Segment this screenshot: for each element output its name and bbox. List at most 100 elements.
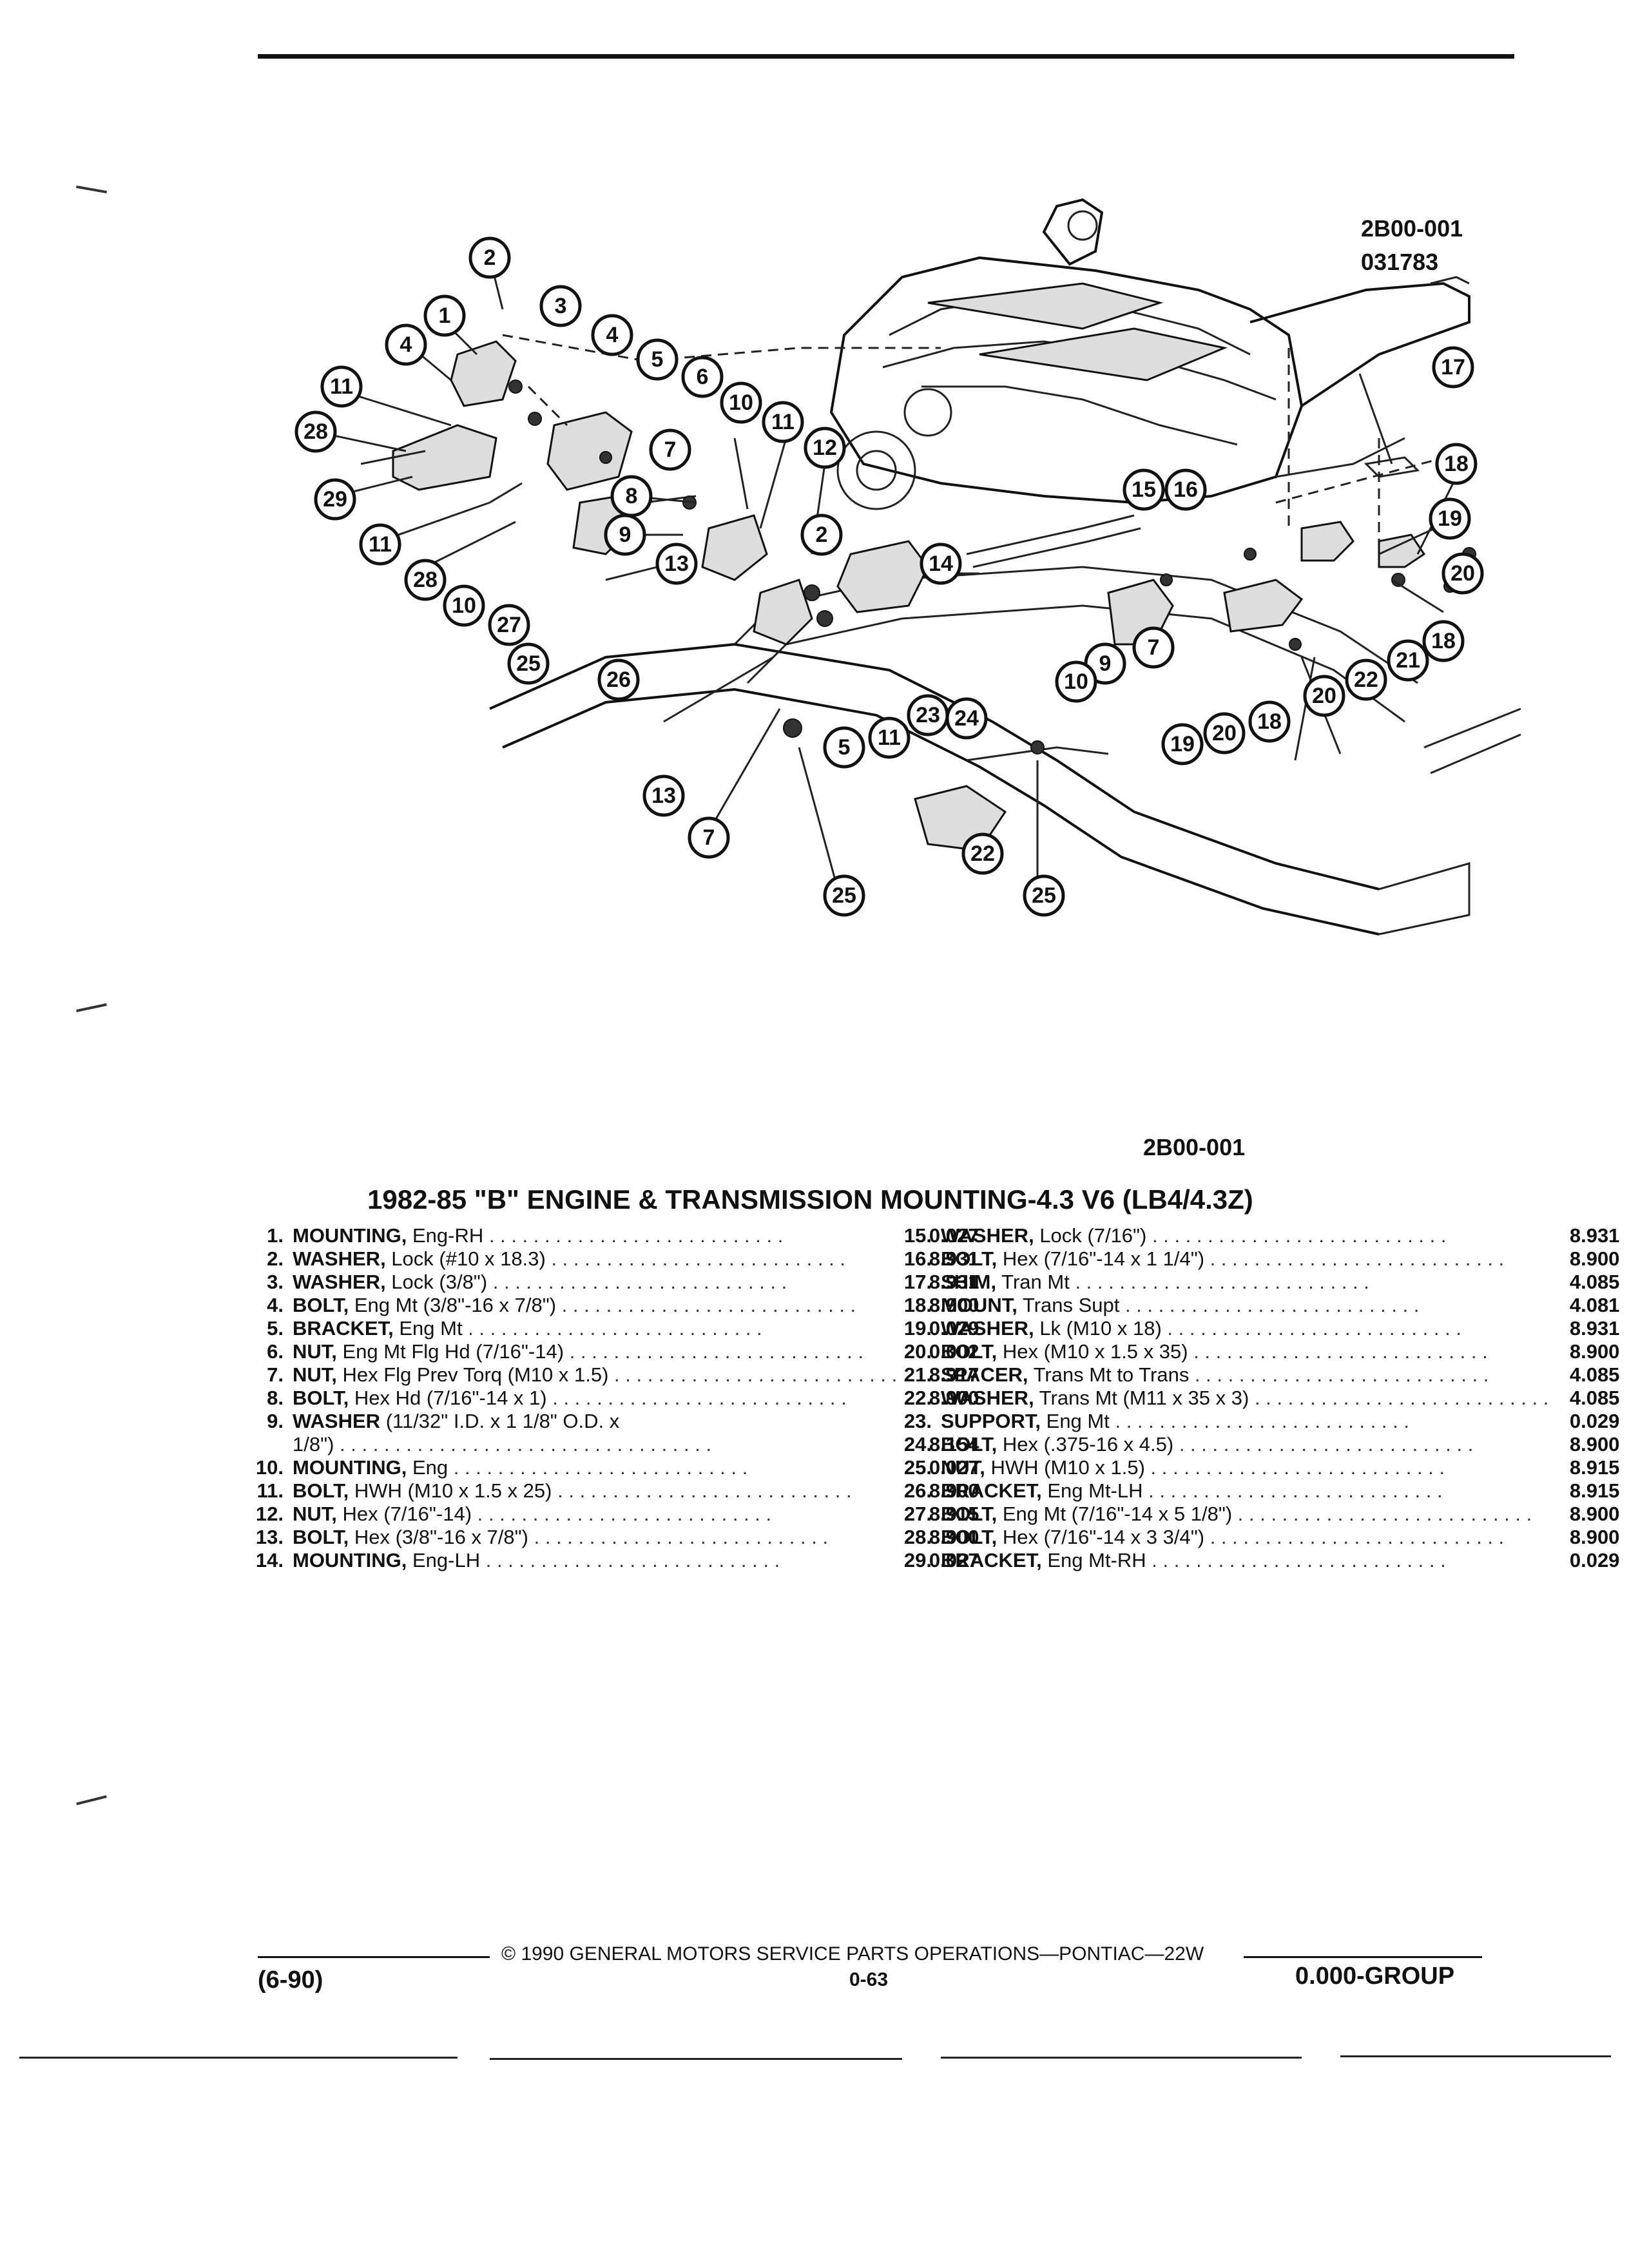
table-row: 2.WASHER, Lock (#10 x 18.3) . . . . . . …	[240, 1247, 979, 1271]
part-code: 8.931	[929, 1271, 979, 1293]
exploded-parts-diagram: 2 1 3 4 4 5 6 11 10 11 12 28 7 8 29 9 11…	[294, 198, 1521, 936]
callout-bubbles: 2 1 3 4 4 5 6 11 10 11 12 28 7 8 29 9 11…	[294, 236, 1484, 917]
callout-2: 2	[484, 245, 496, 270]
leader-dots: . . . . . . . . . . . . . . . . . . . . …	[1189, 1363, 1489, 1386]
table-row: 23.SUPPORT, Eng Mt . . . . . . . . . . .…	[888, 1410, 1620, 1433]
callout-25: 25	[832, 883, 856, 908]
callout-26: 26	[606, 668, 631, 692]
part-name: WASHER,	[941, 1224, 1034, 1247]
part-code: 8.900	[929, 1479, 979, 1502]
part-name: BOLT,	[941, 1503, 998, 1525]
part-name: BOLT,	[941, 1433, 998, 1456]
callout-5: 5	[838, 735, 851, 760]
part-number: 12.	[255, 1503, 284, 1525]
part-description: Lock (7/16")	[1034, 1224, 1147, 1247]
leader-dots: . . . . . . . . . . . . . . . . . . . . …	[462, 1317, 762, 1340]
part-name: SHIM,	[941, 1271, 997, 1293]
callout-2: 2	[816, 523, 828, 547]
part-description: Eng Mt (3/8"-16 x 7/8")	[349, 1294, 557, 1316]
part-description: Eng Mt-RH	[1041, 1549, 1146, 1571]
callout-18: 18	[1431, 629, 1456, 653]
leader-dots: . . . . . . . . . . . . . . . . . . . . …	[552, 1479, 852, 1502]
table-row: 8.BOLT, Hex Hd (7/16"-14 x 1) . . . . . …	[240, 1387, 979, 1410]
table-row: 18.MOUNT, Trans Supt . . . . . . . . . .…	[888, 1294, 1620, 1317]
callout-14: 14	[929, 552, 953, 576]
part-code: 8.931	[929, 1247, 979, 1270]
part-name: BRACKET,	[293, 1317, 394, 1340]
part-number	[240, 1433, 293, 1456]
part-description: HWH (M10 x 1.5)	[985, 1456, 1145, 1479]
table-row: 6.NUT, Eng Mt Flg Hd (7/16"-14) . . . . …	[240, 1340, 979, 1363]
table-row: 1.MOUNTING, Eng-RH . . . . . . . . . . .…	[240, 1224, 979, 1247]
table-row: 10.MOUNTING, Eng . . . . . . . . . . . .…	[240, 1456, 979, 1479]
part-description: Lk (M10 x 18)	[1034, 1317, 1162, 1340]
part-description: HWH (M10 x 1.5 x 25)	[349, 1479, 552, 1502]
leader-dots: . . . . . . . . . . . . . . . . . . . . …	[564, 1340, 864, 1363]
table-row: 3.WASHER, Lock (3/8") . . . . . . . . . …	[240, 1271, 979, 1294]
table-row: 26.BRACKET, Eng Mt-LH . . . . . . . . . …	[888, 1479, 1620, 1503]
callout-19: 19	[1170, 732, 1195, 756]
part-number: 8.	[267, 1387, 284, 1409]
callout-16: 16	[1173, 477, 1198, 502]
part-description: Eng Mt	[393, 1317, 463, 1340]
callout-4: 4	[606, 323, 619, 347]
part-code: 4.085	[1569, 1387, 1620, 1409]
engine-block-drawing	[829, 198, 1470, 510]
leader-dots: . . . . . . . . . . . . . . . . . . . . …	[546, 1387, 847, 1409]
part-code: 8.915	[1569, 1479, 1620, 1502]
callout-3: 3	[555, 294, 567, 318]
callout-27: 27	[497, 613, 521, 637]
part-number: 25.	[903, 1456, 932, 1479]
callout-28: 28	[413, 568, 438, 592]
part-number: 2.	[267, 1247, 284, 1270]
part-code: 4.085	[1569, 1271, 1620, 1293]
callout-28: 28	[304, 419, 328, 444]
part-description: Eng Mt	[1041, 1410, 1110, 1432]
part-number: 3.	[267, 1271, 284, 1293]
leader-dots: . . . . . . . . . . . . . . . . . . . . …	[1204, 1526, 1505, 1548]
table-row: 28.BOLT, Hex (7/16"-14 x 3 3/4") . . . .…	[888, 1526, 1620, 1549]
callout-21: 21	[1396, 648, 1420, 673]
leader-dots: . . . . . . . . . . . . . . . . . . . . …	[1142, 1479, 1443, 1502]
table-row: 14.MOUNTING, Eng-LH . . . . . . . . . . …	[240, 1549, 979, 1572]
part-name: NUT,	[293, 1503, 337, 1525]
callout-9: 9	[1099, 651, 1112, 676]
leader-dots: . . . . . . . . . . . . . . . . . . . . …	[1204, 1247, 1505, 1270]
part-description: Hex (7/16"-14)	[336, 1503, 472, 1525]
figure-code: 031783	[1361, 249, 1439, 275]
part-code: 0.029	[1569, 1549, 1620, 1571]
table-row: 13.BOLT, Hex (3/8"-16 x 7/8") . . . . . …	[240, 1526, 979, 1549]
callout-6: 6	[697, 365, 709, 389]
part-code: 8.900	[1569, 1526, 1620, 1548]
table-row: 11.BOLT, HWH (M10 x 1.5 x 25) . . . . . …	[240, 1479, 979, 1503]
part-description: Trans Mt to Trans	[1028, 1363, 1190, 1386]
leader-dots: . . . . . . . . . . . . . . . . . . . . …	[1069, 1271, 1369, 1293]
part-number: 1.	[267, 1224, 284, 1247]
part-code: 8.931	[1569, 1224, 1620, 1247]
part-number: 6.	[267, 1340, 284, 1363]
callout-15: 15	[1132, 477, 1156, 502]
binder-mark	[76, 185, 107, 194]
table-row: 5.BRACKET, Eng Mt . . . . . . . . . . . …	[240, 1317, 979, 1340]
leader-dots: . . . . . . . . . . . . . . . . . . . . …	[1232, 1503, 1532, 1525]
part-number: 24.	[903, 1433, 932, 1456]
part-code: 0.027	[929, 1224, 979, 1247]
part-name: WASHER,	[941, 1387, 1034, 1409]
footer-rule-right	[1244, 1956, 1482, 1958]
callout-7: 7	[703, 825, 715, 850]
callout-18: 18	[1444, 452, 1469, 476]
part-description: Lock (3/8")	[385, 1271, 488, 1293]
callout-25: 25	[1032, 883, 1056, 908]
part-code: 0.027	[929, 1549, 979, 1571]
part-description: Hex (M10 x 1.5 x 35)	[997, 1340, 1188, 1363]
part-number: 16.	[903, 1247, 932, 1270]
part-description: Hex (3/8"-16 x 7/8")	[349, 1526, 528, 1548]
part-description: 1/8")	[293, 1433, 334, 1456]
table-row: 20.BOLT, Hex (M10 x 1.5 x 35) . . . . . …	[888, 1340, 1620, 1363]
part-code: 4.085	[1569, 1363, 1620, 1386]
part-name: MOUNTING,	[293, 1549, 407, 1571]
part-description: Lock (#10 x 18.3)	[385, 1247, 546, 1270]
part-description: Hex (.375-16 x 4.5)	[997, 1433, 1174, 1456]
part-code: 8.915	[929, 1503, 979, 1525]
footer-copyright: © 1990 GENERAL MOTORS SERVICE PARTS OPER…	[501, 1943, 1204, 1965]
